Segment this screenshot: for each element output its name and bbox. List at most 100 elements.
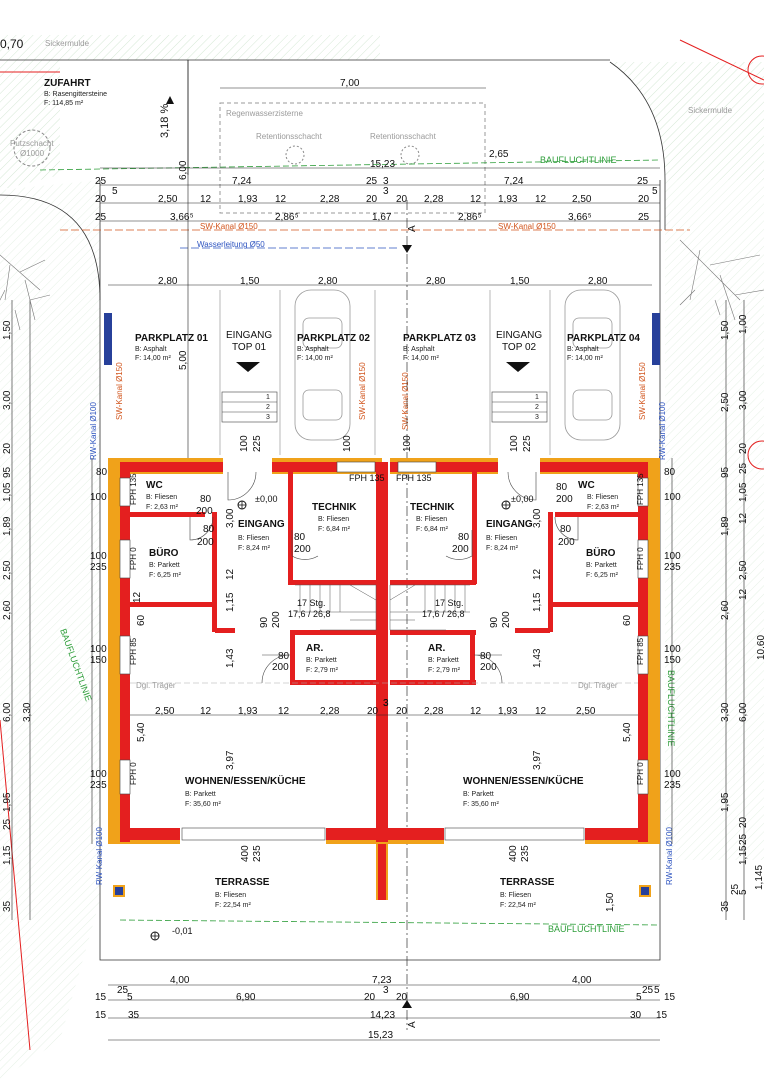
svg-text:2,28: 2,28 [424, 194, 444, 205]
svg-text:100: 100 [664, 769, 681, 780]
parking-3-label: PARKPLATZ 03 B: Asphalt F: 14,00 m² [403, 333, 476, 362]
svg-text:80: 80 [203, 524, 215, 535]
svg-text:100: 100 [90, 551, 107, 562]
svg-text:1: 1 [266, 394, 270, 401]
svg-text:EINGANG: EINGANG [486, 519, 533, 530]
svg-text:2,80: 2,80 [426, 276, 446, 287]
svg-text:-0,01: -0,01 [172, 926, 193, 936]
baufluchtlinie: BAUFLUCHTLINIE BAUFLUCHTLINIE BAUFLUCHTL… [39, 155, 676, 934]
svg-text:FPH 85: FPH 85 [636, 637, 645, 665]
svg-text:B: Fliesen: B: Fliesen [318, 516, 349, 523]
svg-text:TERRASSE: TERRASSE [500, 877, 555, 888]
svg-text:20: 20 [738, 816, 749, 828]
svg-text:3: 3 [266, 414, 270, 421]
svg-text:F: 2,63 m²: F: 2,63 m² [146, 504, 179, 511]
entrance-steps-1: 1 2 3 [221, 391, 278, 423]
svg-text:Ø1000: Ø1000 [20, 149, 45, 158]
svg-text:1,15: 1,15 [738, 845, 749, 865]
svg-text:2,86⁵: 2,86⁵ [458, 212, 482, 223]
svg-text:5: 5 [652, 186, 658, 197]
parking-1-label: PARKPLATZ 01 B: Asphalt F: 14,00 m² [135, 333, 208, 362]
svg-text:2,28: 2,28 [320, 194, 340, 205]
svg-text:Retentionsschacht: Retentionsschacht [370, 132, 437, 141]
abstellraum-label-right: AR. B: Parkett F: 2,79 m² [428, 643, 461, 674]
svg-text:F: 2,63 m²: F: 2,63 m² [587, 504, 620, 511]
svg-text:F: 14,00 m²: F: 14,00 m² [135, 355, 171, 362]
svg-text:SW-Kanal Ø150: SW-Kanal Ø150 [200, 222, 258, 231]
dim-text-right: 1,50 1,00 3,00 2,50 20 95 25 1,05 12 1,8… [664, 314, 764, 912]
level-markers: ±0,00 ±0,00 -0,01 [150, 494, 533, 941]
svg-text:FPH 0: FPH 0 [129, 762, 138, 785]
svg-text:TOP 02: TOP 02 [502, 342, 537, 353]
svg-text:20: 20 [396, 706, 408, 717]
parking-2-label: PARKPLATZ 02 B: Asphalt F: 14,00 m² [297, 333, 370, 362]
svg-text:12: 12 [470, 194, 482, 205]
svg-text:80: 80 [458, 532, 470, 543]
svg-text:200: 200 [501, 611, 512, 628]
svg-text:1,50: 1,50 [2, 320, 13, 340]
svg-text:1,95: 1,95 [720, 792, 731, 812]
svg-text:1,15: 1,15 [2, 845, 13, 865]
svg-text:2: 2 [535, 404, 539, 411]
svg-text:B: Parkett: B: Parkett [586, 562, 617, 569]
svg-text:25: 25 [95, 212, 107, 223]
svg-text:SW-Kanal Ø150: SW-Kanal Ø150 [401, 372, 410, 430]
svg-text:FPH 0: FPH 0 [636, 762, 645, 785]
svg-text:100: 100 [342, 435, 353, 452]
svg-text:±0,00: ±0,00 [511, 494, 533, 504]
svg-text:3,00: 3,00 [532, 508, 543, 528]
svg-text:1,00: 1,00 [738, 314, 749, 334]
svg-text:PARKPLATZ 02: PARKPLATZ 02 [297, 333, 370, 344]
svg-text:4,00: 4,00 [170, 975, 190, 986]
svg-text:12: 12 [200, 706, 212, 717]
svg-text:TOP 01: TOP 01 [232, 342, 267, 353]
svg-text:F: 2,79 m²: F: 2,79 m² [306, 667, 339, 674]
svg-text:FPH 85: FPH 85 [129, 637, 138, 665]
svg-text:A: A [407, 225, 418, 232]
terrace-corner-posts [113, 885, 651, 897]
entrance-steps-2: 1 2 3 [491, 391, 548, 423]
svg-text:Regenwasserzisterne: Regenwasserzisterne [226, 109, 303, 118]
svg-text:2,50: 2,50 [155, 706, 175, 717]
terrasse-label-right: TERRASSE B: Fliesen F: 22,54 m² [500, 877, 555, 909]
svg-text:7,24: 7,24 [504, 176, 524, 187]
svg-text:15: 15 [656, 1010, 668, 1021]
wasserleitung: Wasserleitung Ø50 [180, 240, 400, 249]
svg-text:B: Fliesen: B: Fliesen [587, 494, 618, 501]
svg-text:2,50: 2,50 [576, 706, 596, 717]
svg-text:PARKPLATZ 03: PARKPLATZ 03 [403, 333, 476, 344]
svg-text:3,66⁵: 3,66⁵ [170, 212, 194, 223]
svg-text:TERRASSE: TERRASSE [215, 877, 270, 888]
svg-text:RW-Kanal Ø100: RW-Kanal Ø100 [665, 826, 674, 885]
svg-text:20: 20 [366, 194, 378, 205]
parking-dividers [219, 290, 551, 455]
svg-text:RW-Kanal Ø100: RW-Kanal Ø100 [658, 401, 667, 460]
svg-text:6,90: 6,90 [236, 992, 256, 1003]
svg-text:1,43: 1,43 [532, 648, 543, 668]
svg-text:F: 14,00 m²: F: 14,00 m² [403, 355, 439, 362]
stairs-left [295, 584, 377, 631]
svg-text:25: 25 [637, 176, 649, 187]
svg-text:1,05: 1,05 [738, 482, 749, 502]
svg-text:12: 12 [470, 706, 482, 717]
svg-text:FPH 135: FPH 135 [636, 473, 645, 505]
svg-text:25: 25 [2, 818, 13, 830]
svg-text:80: 80 [480, 651, 492, 662]
stairs-labels: 17 Stg. 17,6 / 26,8 17 Stg. 17,6 / 26,8 [288, 598, 465, 619]
svg-text:3,97: 3,97 [532, 750, 543, 770]
svg-text:12: 12 [535, 194, 547, 205]
svg-text:6,00: 6,00 [738, 702, 749, 722]
svg-text:35: 35 [2, 900, 13, 912]
svg-text:25: 25 [117, 985, 129, 996]
svg-text:F: 22,54 m²: F: 22,54 m² [500, 902, 536, 909]
svg-text:B: Parkett: B: Parkett [463, 791, 494, 798]
svg-text:B: Asphalt: B: Asphalt [403, 346, 435, 353]
svg-text:EINGANG: EINGANG [226, 330, 272, 341]
svg-text:15: 15 [95, 1010, 107, 1021]
svg-text:6,00: 6,00 [2, 702, 13, 722]
svg-text:FPH 0: FPH 0 [129, 547, 138, 570]
sickermulde-right: Sickermulde [688, 106, 733, 115]
svg-text:B: Fliesen: B: Fliesen [416, 516, 447, 523]
svg-text:F: 6,25 m²: F: 6,25 m² [149, 572, 182, 579]
svg-text:235: 235 [252, 845, 263, 862]
